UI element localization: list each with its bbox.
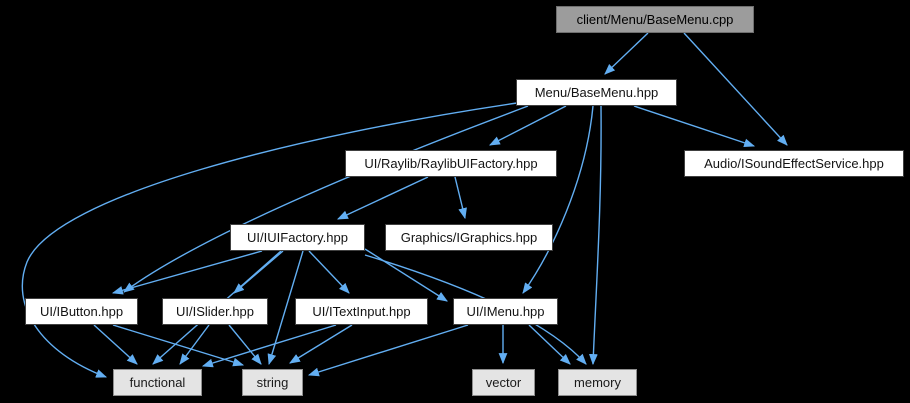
edge-iuifactory-to-ibutton (111, 250, 263, 295)
edge-hpp-to-memory (589, 105, 602, 366)
node-label-memory: memory (574, 375, 621, 390)
edge-ibutton-to-string (112, 324, 245, 367)
node-label-vector: vector (485, 375, 522, 390)
node-label-functional: functional (129, 375, 186, 390)
node-label-sound: Audio/ISoundEffectService.hpp (704, 156, 884, 171)
edge-islider-to-string (228, 324, 262, 365)
edge-cpp-to-hpp (604, 32, 649, 75)
node-imenu[interactable]: UI/IMenu.hpp (453, 298, 558, 325)
node-memory: memory (558, 369, 637, 396)
node-label-iuifactory: UI/IUIFactory.hpp (247, 230, 348, 245)
node-itextinput[interactable]: UI/ITextInput.hpp (295, 298, 428, 325)
node-iuifactory[interactable]: UI/IUIFactory.hpp (230, 224, 365, 251)
node-label-islider: UI/ISlider.hpp (175, 304, 255, 319)
node-label-hpp: Menu/BaseMenu.hpp (534, 85, 659, 100)
edge-iuifactory-to-imenu (364, 248, 448, 302)
node-functional: functional (113, 369, 202, 396)
node-raylib[interactable]: UI/Raylib/RaylibUIFactory.hpp (345, 150, 557, 177)
node-cpp: client/Menu/BaseMenu.cpp (556, 6, 754, 33)
node-label-igraphics: Graphics/IGraphics.hpp (400, 230, 538, 245)
edge-hpp-to-imenu (522, 105, 594, 294)
node-label-imenu: UI/IMenu.hpp (466, 304, 545, 319)
edge-raylib-to-iuifactory (337, 176, 429, 220)
node-string: string (242, 369, 303, 396)
edge-itextinput-to-functional (201, 324, 337, 368)
edge-imenu-to-memory (528, 324, 571, 365)
edge-iuifactory-to-string (267, 250, 304, 366)
edge-hpp-to-ibutton (123, 105, 529, 293)
edge-iuifactory-to-itextinput (308, 250, 350, 294)
edge-cpp-to-sound (683, 32, 788, 146)
edge-itextinput-to-string (289, 324, 353, 364)
node-islider[interactable]: UI/ISlider.hpp (162, 298, 268, 325)
edge-raylib-to-igraphics (454, 176, 467, 220)
node-hpp[interactable]: Menu/BaseMenu.hpp (516, 79, 677, 106)
node-vector: vector (472, 369, 535, 396)
node-sound[interactable]: Audio/ISoundEffectService.hpp (684, 150, 904, 177)
node-label-ibutton: UI/IButton.hpp (39, 304, 124, 319)
node-label-itextinput: UI/ITextInput.hpp (312, 304, 411, 319)
node-igraphics[interactable]: Graphics/IGraphics.hpp (385, 224, 553, 251)
edge-hpp-to-functional (21, 102, 518, 378)
edge-hpp-to-sound (633, 105, 756, 148)
node-label-cpp: client/Menu/BaseMenu.cpp (576, 12, 734, 27)
node-ibutton[interactable]: UI/IButton.hpp (25, 298, 138, 325)
node-label-raylib: UI/Raylib/RaylibUIFactory.hpp (364, 156, 538, 171)
edge-hpp-to-raylib (489, 105, 567, 146)
edge-imenu-to-string (307, 324, 469, 377)
node-label-string: string (256, 375, 289, 390)
edge-ibutton-to-functional (93, 324, 138, 365)
edge-islider-to-functional (179, 324, 210, 365)
